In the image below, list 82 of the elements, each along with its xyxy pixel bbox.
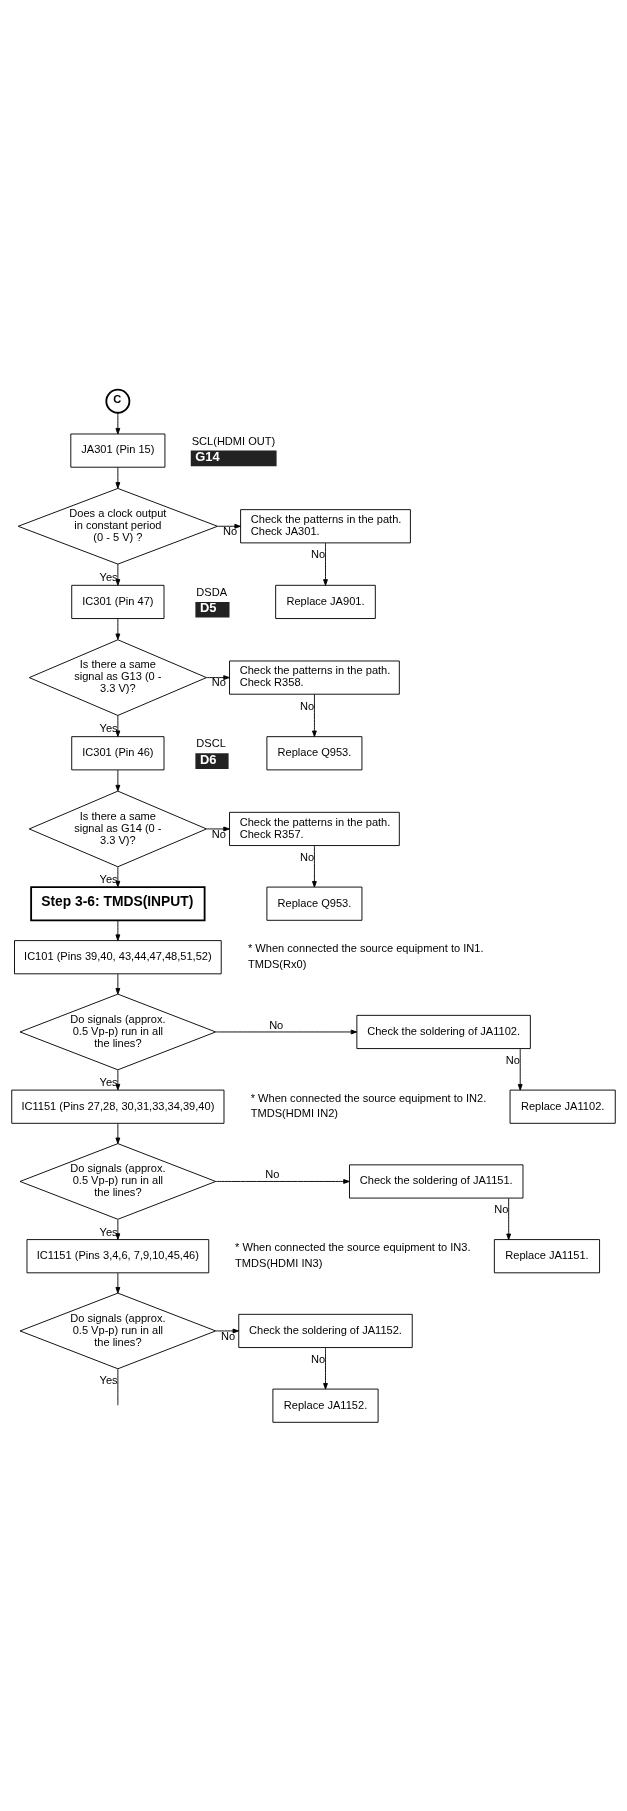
arrow (115, 1272, 121, 1293)
node-label: TMDS(HDMI IN3) (235, 1256, 323, 1269)
node-label: * When connected the source equipment to IN3. (235, 1240, 471, 1253)
arrow (115, 1122, 121, 1144)
arrow (115, 973, 121, 994)
node-diamond: Is there a same signal as G14 (0 - 3.3 V)? (28, 790, 207, 867)
edge-label: No (211, 675, 226, 688)
node-box: Replace Q953. (266, 886, 363, 921)
node-box: JA301 (Pin 15) (70, 433, 166, 468)
edge-label: No (299, 850, 315, 863)
arrow (206, 826, 230, 831)
node-box: Check the patterns in the path. Check JA301. (240, 508, 411, 543)
arrow (312, 844, 317, 887)
edge-label: No (494, 1202, 509, 1215)
arrow (215, 1328, 239, 1333)
edge-label: No (221, 1329, 236, 1342)
node-label: * When connected the source equipment to IN2. (250, 1091, 487, 1104)
edge-label: No (222, 524, 238, 537)
node-diamond: Is there a same signal as G13 (0 - 3.3 V)? (28, 638, 207, 716)
node-box: Check the patterns in the path. Check R358. (229, 660, 400, 695)
edge-label: Yes (99, 1075, 118, 1088)
node-box: Step 3-6: TMDS(INPUT) (30, 885, 206, 921)
edge-label: Yes (99, 1225, 118, 1238)
node-box: IC301 (Pin 46) (71, 735, 165, 770)
arrow (323, 542, 328, 586)
edge-label: Yes (99, 872, 118, 885)
node-label: G14 (195, 448, 220, 464)
edge-label: No (265, 1167, 280, 1180)
node-diamond: Do signals (approx. 0.5 Vp-p) run in all the lines? (19, 1292, 217, 1369)
edge-label: Yes (99, 721, 118, 734)
edge-label: No (505, 1053, 520, 1066)
node-diamond: Do signals (approx. 0.5 Vp-p) run in all the lines? (19, 993, 217, 1070)
node-label: D5 (199, 599, 217, 615)
arrow (115, 769, 121, 791)
arrow (312, 693, 317, 737)
arrow (115, 411, 121, 434)
arrow (115, 563, 121, 586)
node-label: DSCL (196, 736, 226, 749)
node-box: Replace JA1152. (272, 1388, 379, 1423)
node-label: * When connected the source equipment to IN1. (247, 941, 484, 954)
arrow (115, 1069, 121, 1090)
node-label: DSDA (196, 585, 228, 598)
edge-label: No (211, 827, 226, 840)
arrow (323, 1346, 328, 1389)
edge-label: No (269, 1018, 284, 1031)
node-circle: C (105, 388, 131, 414)
node-box: Check the patterns in the path. Check R357. (229, 811, 400, 846)
edge-label: No (311, 1352, 326, 1365)
node-label: D6 (199, 751, 217, 767)
arrow (206, 674, 230, 680)
arrow (517, 1047, 523, 1091)
node-box: IC1151 (Pins 27,28, 30,31,33,34,39,40) (11, 1089, 225, 1124)
edge-label: No (311, 547, 326, 560)
node-box: Check the soldering of JA1151. (349, 1163, 524, 1199)
edge-label: Yes (99, 1373, 118, 1386)
node-box: Check the soldering of JA1102. (356, 1014, 531, 1049)
node-diamond: Does a clock output in constant period (0 - 5 V) ? (17, 487, 218, 565)
arrow (506, 1197, 512, 1240)
node-label: TMDS(Rx0) (247, 957, 307, 970)
node-box: IC301 (Pin 47) (71, 584, 165, 619)
arrow (115, 866, 121, 887)
arrow (215, 1178, 350, 1184)
node-box: IC101 (Pins 39,40, 43,44,47,48,51,52) (14, 939, 222, 974)
arrow (115, 1218, 121, 1240)
node-box: IC1151 (Pins 3,4,6, 7,9,10,45,46) (26, 1238, 210, 1273)
edge-label: Yes (99, 570, 118, 583)
arrow (115, 919, 121, 941)
node-box: Replace JA901. (275, 584, 376, 619)
node-box: Replace JA1151. (493, 1238, 601, 1273)
arrow (115, 466, 121, 489)
connector (117, 1368, 119, 1406)
arrow (215, 1029, 358, 1034)
arrow (217, 523, 241, 529)
arrow (115, 714, 121, 737)
node-box: Replace Q953. (266, 735, 363, 770)
node-box: Replace JA1102. (509, 1089, 616, 1124)
edge-label: No (299, 699, 315, 712)
node-label: SCL(HDMI OUT) (191, 434, 276, 447)
arrow (115, 617, 121, 640)
node-label: TMDS(HDMI IN2) (250, 1106, 339, 1119)
node-box: Check the soldering of JA1152. (238, 1313, 413, 1348)
node-diamond: Do signals (approx. 0.5 Vp-p) run in all the lines? (19, 1142, 217, 1220)
